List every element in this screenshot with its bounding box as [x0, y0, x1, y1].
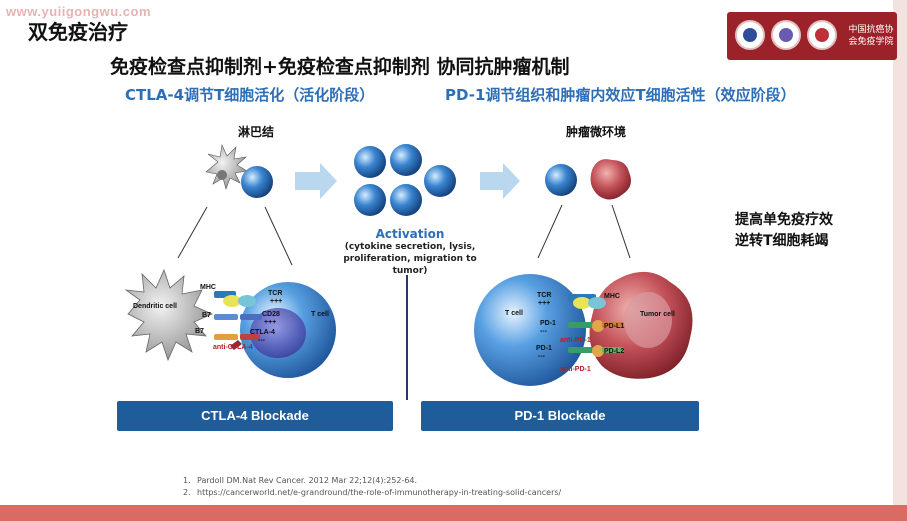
- slide: www.yuiigongwu.com 双免疫治疗 中国抗癌协会免疫学院 免疫检查…: [0, 0, 907, 505]
- dendritic-cell-label: Dendritic cell: [133, 303, 177, 310]
- small-tumor-cell-icon: [590, 159, 631, 200]
- plus-label-2: +++: [264, 319, 277, 326]
- plus-label-right: +++: [538, 300, 551, 307]
- lymph-node-label: 淋巴结: [238, 125, 275, 139]
- ctla4-blockade-bar: CTLA-4 Blockade: [117, 401, 393, 431]
- activation-title: Activation: [375, 227, 445, 241]
- anti-pd1-label-2: anti-PD-1: [560, 366, 591, 373]
- pdl2-label: PD-L2: [604, 348, 625, 355]
- anti-pd1-label-1: anti-PD-1: [560, 337, 591, 344]
- minus-label-left: ---: [258, 337, 265, 344]
- small-dendritic-cell-icon: [205, 143, 248, 190]
- pdl1-label: PD-L1: [604, 323, 625, 330]
- pd1-blockade-bar: PD-1 Blockade: [421, 401, 699, 431]
- effector-t-cell-icon: [545, 164, 577, 196]
- reference-1-text: Pardoll DM.Nat Rev Cancer. 2012 Mar 22;1…: [197, 476, 418, 485]
- anti-ctla4-label: anti-CTLA-4: [213, 344, 253, 351]
- arrow-right-1-icon: [295, 163, 337, 199]
- ctla4-label: CTLA-4: [250, 329, 275, 336]
- logo-emblem-3-icon: [807, 20, 837, 50]
- activation-detail: (cytokine secretion, lysis, proliferatio…: [343, 242, 477, 276]
- activated-t-cells-cluster-icon: [354, 144, 456, 216]
- tumor-cell-label: Tumor cell: [640, 311, 675, 318]
- reference-2-link[interactable]: https://cancerworld.net/e-grandround/the…: [197, 488, 562, 497]
- logo-emblem-1-icon: [735, 20, 765, 50]
- mechanism-diagram: [124, 143, 693, 400]
- left-subtitle: CTLA-4调节T细胞活化（活化阶段）: [125, 86, 375, 104]
- t-cell-label-left: T cell: [311, 311, 329, 318]
- reference-1: 1.Pardoll DM.Nat Rev Cancer. 2012 Mar 22…: [183, 476, 418, 485]
- arrow-right-2-icon: [480, 163, 520, 199]
- main-title: 免疫检查点抑制剂+免疫检查点抑制剂 协同抗肿瘤机制: [110, 56, 570, 78]
- b7-label-b: B7: [195, 328, 204, 335]
- b7-label-a: B7: [202, 312, 211, 319]
- tcr-label-left: TCR: [268, 290, 283, 297]
- cd28-label: CD28: [262, 311, 280, 318]
- benefit-note-line2: 逆转T细胞耗竭: [735, 233, 829, 249]
- references: 1.Pardoll DM.Nat Rev Cancer. 2012 Mar 22…: [183, 475, 561, 499]
- logo-emblem-2-icon: [771, 20, 801, 50]
- corner-title: 双免疫治疗: [28, 20, 128, 44]
- mhc-label-left: MHC: [200, 284, 216, 291]
- right-subtitle: PD-1调节组织和肿瘤内效应T细胞活性（效应阶段）: [445, 86, 796, 104]
- mhc-label-right: MHC: [604, 293, 620, 300]
- logo: 中国抗癌协会免疫学院: [727, 12, 897, 60]
- logo-text: 中国抗癌协会免疫学院: [848, 25, 894, 47]
- tumor-env-label: 肿瘤微环境: [566, 125, 627, 139]
- naive-t-cell-icon: [241, 166, 273, 198]
- tcr-label-right: TCR: [537, 292, 552, 299]
- t-cell-large-right-icon: [474, 274, 586, 386]
- minus-label-right-2: ---: [538, 353, 545, 360]
- minus-label-right-1: ---: [540, 328, 547, 335]
- benefit-note-line1: 提高单免疫疗效: [735, 212, 833, 228]
- bottom-band: [0, 505, 907, 521]
- pd1-label: PD-1: [540, 320, 556, 327]
- dendritic-cell-diagram: [124, 268, 213, 362]
- watermark: www.yuiigongwu.com: [6, 4, 152, 19]
- plus-label-1: +++: [270, 298, 283, 305]
- activation-box: Activation (cytokine secretion, lysis, p…: [330, 227, 490, 277]
- benefit-note: 提高单免疫疗效 逆转T细胞耗竭: [735, 210, 833, 252]
- reference-2: 2.https://cancerworld.net/e-grandround/t…: [183, 488, 562, 497]
- t-cell-label-right: T cell: [505, 310, 523, 317]
- pd1-label-b: PD-1: [536, 345, 552, 352]
